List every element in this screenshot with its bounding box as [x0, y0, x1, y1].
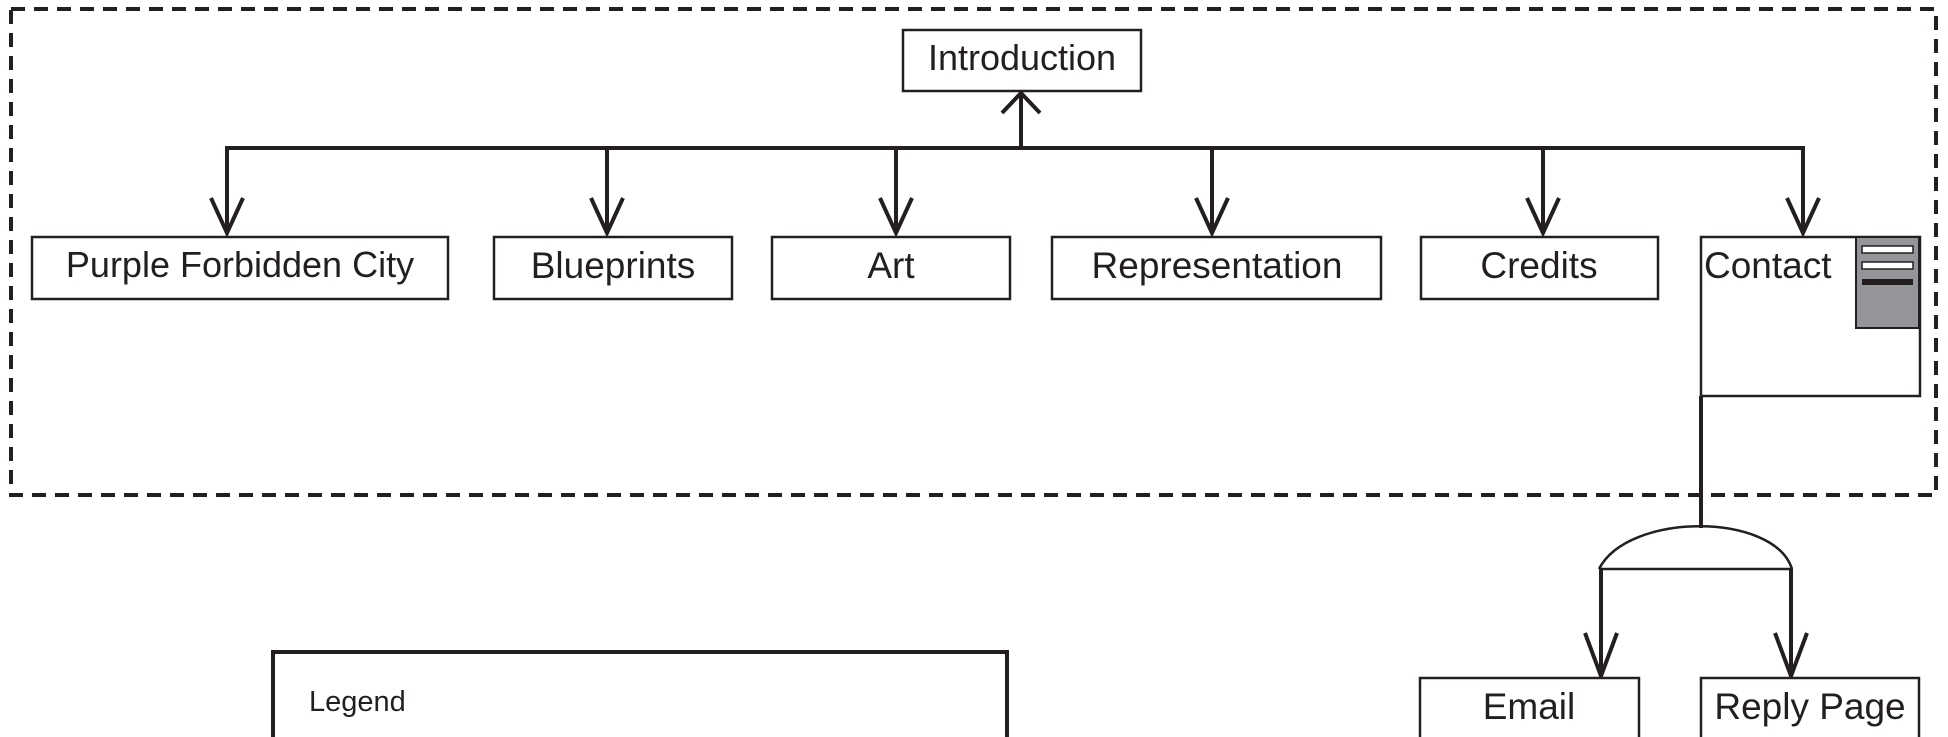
arrow-icon [1785, 146, 1821, 238]
node-purple-forbidden-city[interactable]: Purple Forbidden City [30, 235, 450, 301]
form-icon [1855, 236, 1920, 329]
node-blueprints-label: Blueprints [531, 245, 696, 286]
legend: Legend [271, 650, 1009, 737]
node-email-label: Email [1483, 686, 1576, 727]
node-introduction-label: Introduction [928, 37, 1116, 78]
node-introduction[interactable]: Introduction [901, 28, 1143, 93]
node-representation[interactable]: Representation [1050, 235, 1383, 301]
arrow-icon [1194, 146, 1230, 238]
arrow-icon [1773, 568, 1809, 682]
legend-title: Legend [309, 686, 406, 718]
node-email[interactable]: Email [1418, 676, 1641, 737]
node-reply-page-label: Reply Page [1714, 686, 1905, 727]
arrow-icon [878, 146, 914, 238]
node-art-label: Art [867, 245, 915, 286]
arrow-icon [1525, 146, 1561, 238]
node-contact-label: Contact [1704, 245, 1832, 286]
node-reply-page[interactable]: Reply Page [1699, 676, 1921, 737]
node-contact[interactable]: Contact [1699, 235, 1922, 398]
site-boundary [9, 7, 1938, 497]
arrow-icon [209, 146, 245, 238]
node-representation-label: Representation [1092, 245, 1343, 286]
node-credits[interactable]: Credits [1419, 235, 1660, 301]
arrow-icon [1583, 568, 1619, 682]
selection-arc-icon [1597, 525, 1794, 571]
node-purple-forbidden-city-label: Purple Forbidden City [66, 244, 414, 285]
node-blueprints[interactable]: Blueprints [492, 235, 734, 301]
node-credits-label: Credits [1480, 245, 1597, 286]
node-art[interactable]: Art [770, 235, 1012, 301]
arrow-icon [589, 146, 625, 238]
arrow-to-introduction [1000, 90, 1042, 148]
